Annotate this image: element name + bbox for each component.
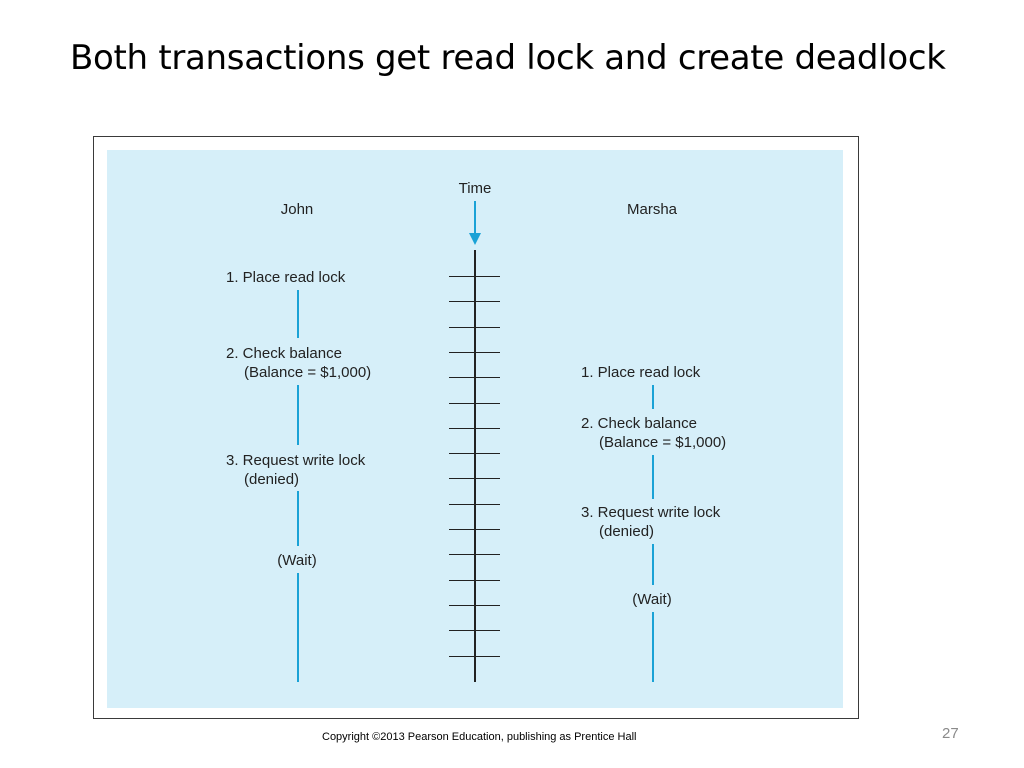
time-tick [449, 352, 500, 353]
time-tick [449, 327, 500, 328]
john-timeline-1 [297, 290, 299, 338]
time-arrow-icon [469, 233, 481, 245]
time-tick [449, 377, 500, 378]
marsha-step-2-detail: (Balance = $1,000) [599, 434, 727, 451]
john-timeline-2 [297, 385, 299, 445]
time-tick [449, 428, 500, 429]
marsha-wait: (Wait) [632, 591, 672, 608]
time-tick [449, 580, 500, 581]
john-wait: (Wait) [277, 552, 317, 569]
time-arrow-shaft [474, 201, 476, 235]
time-tick [449, 605, 500, 606]
time-tick [449, 630, 500, 631]
time-tick [449, 656, 500, 657]
time-tick [449, 504, 500, 505]
page-number: 27 [942, 725, 959, 742]
marsha-timeline-3 [652, 544, 654, 585]
marsha-step-2: 2. Check balance [581, 415, 697, 432]
marsha-header: Marsha [626, 201, 678, 218]
time-label: Time [458, 180, 492, 197]
copyright-notice: Copyright ©2013 Pearson Education, publi… [322, 731, 637, 743]
john-step-3-detail: (denied) [244, 471, 300, 488]
marsha-timeline-4 [652, 612, 654, 682]
john-step-2-detail: (Balance = $1,000) [244, 364, 372, 381]
time-tick [449, 276, 500, 277]
john-step-3: 3. Request write lock [226, 452, 366, 469]
time-tick [449, 301, 500, 302]
slide-title: Both transactions get read lock and crea… [70, 38, 946, 78]
time-tick [449, 554, 500, 555]
time-axis [474, 250, 476, 682]
time-tick [449, 478, 500, 479]
time-tick [449, 403, 500, 404]
marsha-step-1: 1. Place read lock [581, 364, 701, 381]
marsha-timeline-1 [652, 385, 654, 409]
marsha-step-3: 3. Request write lock [581, 504, 721, 521]
john-step-1: 1. Place read lock [226, 269, 346, 286]
john-step-2: 2. Check balance [226, 345, 342, 362]
marsha-step-3-detail: (denied) [599, 523, 655, 540]
john-timeline-4 [297, 573, 299, 682]
john-timeline-3 [297, 491, 299, 546]
marsha-timeline-2 [652, 455, 654, 499]
time-tick [449, 529, 500, 530]
john-header: John [280, 201, 314, 218]
time-tick [449, 453, 500, 454]
